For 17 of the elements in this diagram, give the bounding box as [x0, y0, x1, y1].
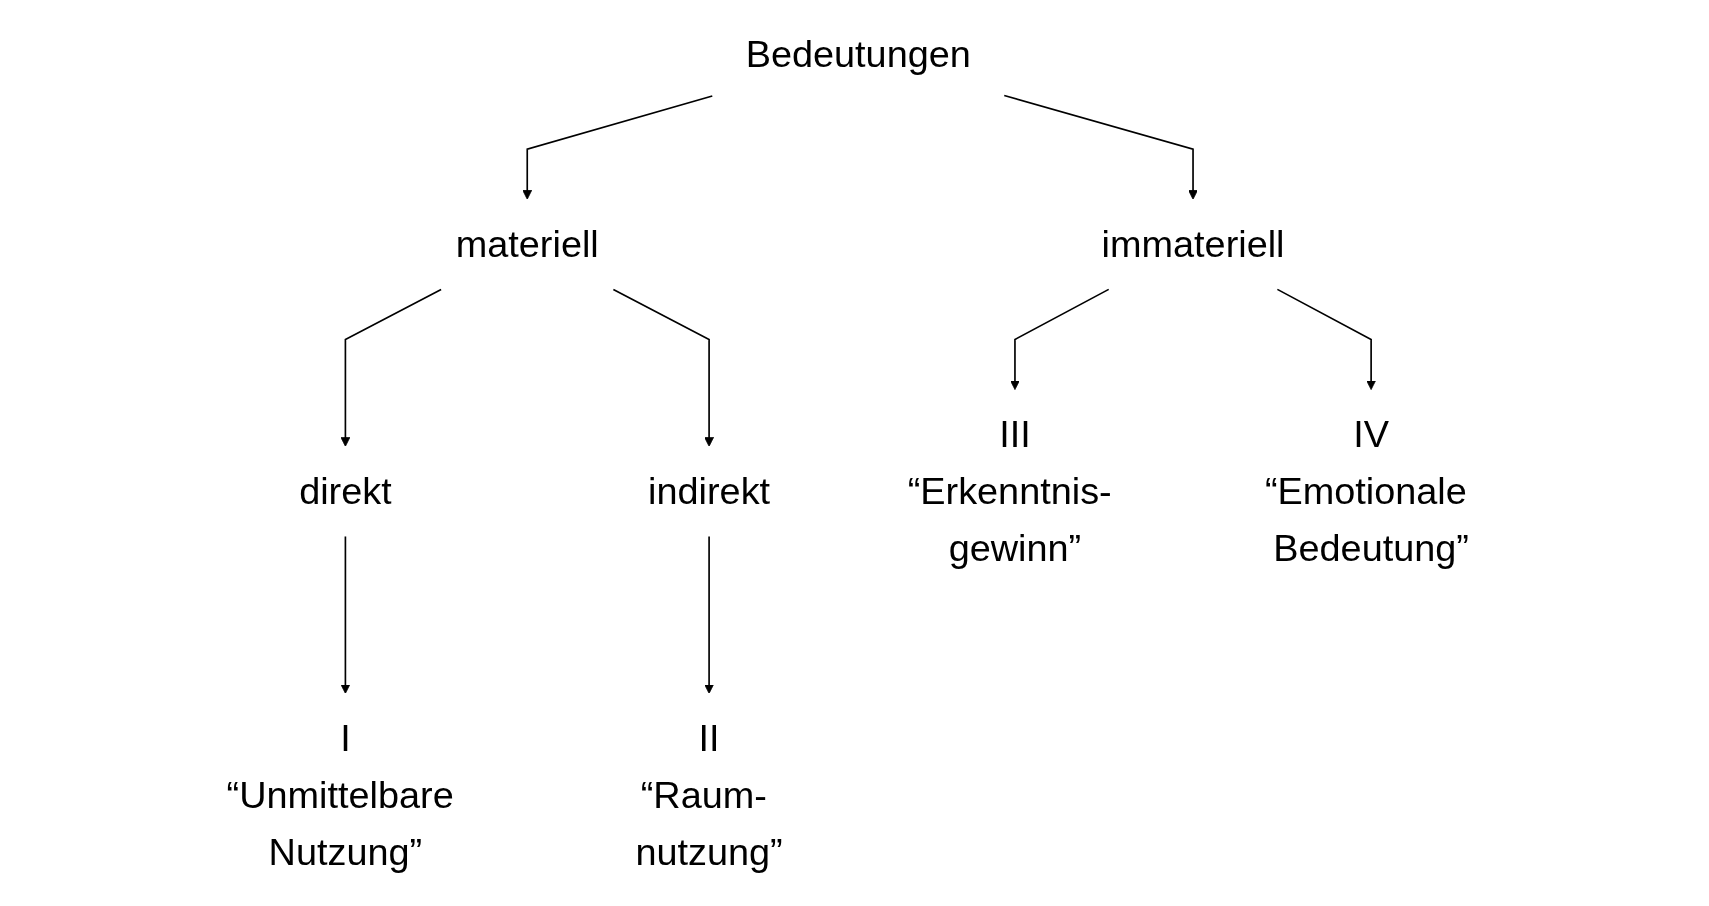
node-text: materiell — [455, 222, 599, 265]
node-text: Bedeutungen — [745, 32, 971, 75]
arrow — [704, 535, 714, 694]
arrow — [1276, 288, 1376, 390]
node-text: III “Erkenntnis- gewinn” — [907, 412, 1112, 569]
node-text: IV “Emotionale Bedeutung” — [1264, 412, 1469, 569]
arrow — [340, 535, 351, 694]
node-text: II “Raum- nutzung” — [635, 716, 783, 873]
arrow — [522, 95, 714, 200]
node-text: I “Unmittelbare Nutzung” — [226, 716, 454, 873]
arrow — [1010, 288, 1110, 390]
node-text: direkt — [299, 469, 392, 512]
node-text: indirekt — [648, 469, 771, 512]
node-text: immateriell — [1101, 222, 1285, 265]
arrow — [340, 288, 442, 447]
arrow — [1003, 94, 1198, 200]
arrow — [612, 288, 714, 447]
